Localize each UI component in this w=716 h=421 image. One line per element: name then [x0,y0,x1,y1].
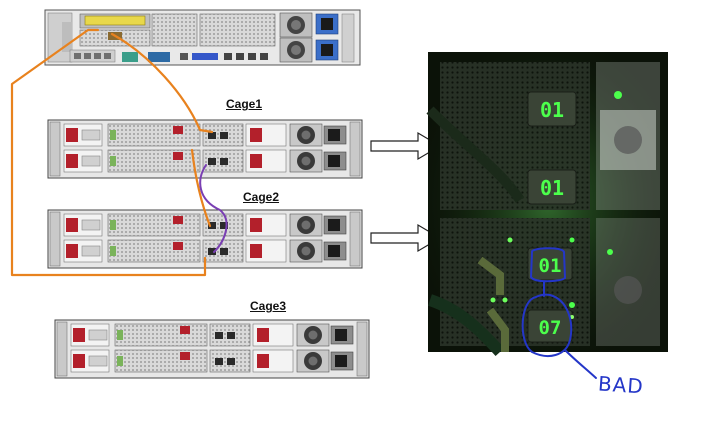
display-top-lower: 01 [540,176,564,200]
orange-cable [10,28,214,277]
cage2-enclosure [47,209,363,269]
cage1-enclosure [47,119,363,179]
bad-annotation-label: BAD [597,371,645,399]
cage3-label: Cage3 [250,299,287,313]
controller-server [44,9,361,66]
purple-cable [199,164,228,253]
display-bottom-upper: 01 [539,255,562,277]
cage1-label: Cage1 [226,97,263,111]
module-photo [426,52,668,357]
display-top-upper: 01 [540,98,564,122]
display-bottom-lower: 07 [539,317,562,339]
cage2-label: Cage2 [243,190,280,204]
cage3-enclosure [54,319,370,379]
bad-circle-annotation [521,247,597,379]
